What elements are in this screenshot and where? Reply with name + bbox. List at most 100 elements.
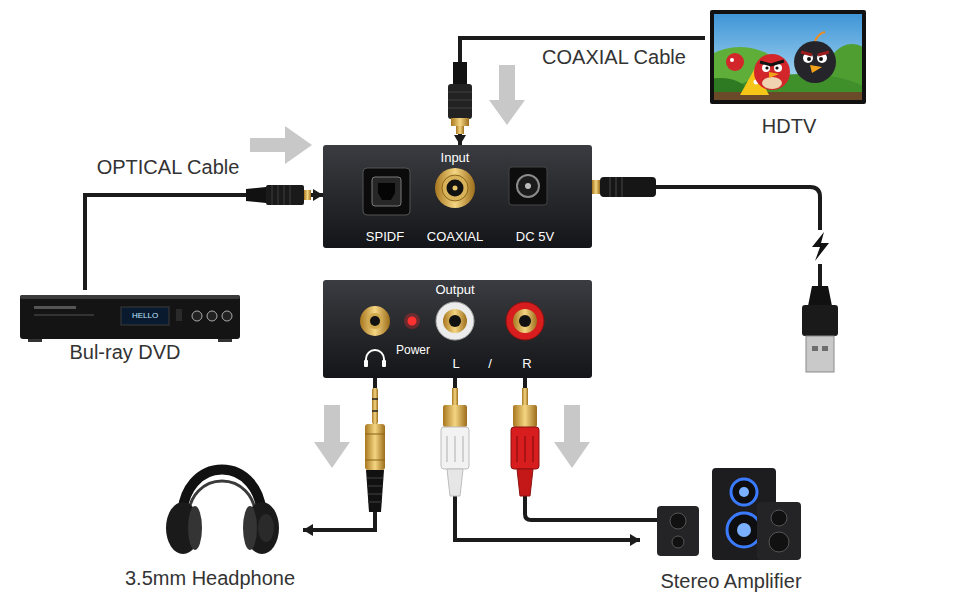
dvd-player-illustration — [222, 311, 232, 321]
node-text: Stereo Amplifier — [660, 571, 801, 591]
rca-plug — [441, 427, 469, 469]
coaxial-plug — [453, 62, 467, 86]
stereo-amplifier-illustration — [727, 513, 761, 547]
converter-output-panel — [443, 309, 467, 333]
headphone-jack-plug — [365, 434, 385, 460]
usb-power-cable — [802, 305, 838, 336]
hdtv-illustration — [807, 57, 811, 61]
rca-plug — [452, 388, 458, 406]
headphone-jack-plug — [365, 424, 385, 470]
hdtv-illustration — [714, 14, 862, 100]
node-text: / — [488, 357, 492, 370]
panel-box: OutputPowerL/R — [323, 280, 592, 378]
node-text: Output — [435, 283, 474, 296]
hdtv-illustration — [815, 32, 825, 41]
node-text: Bul-ray DVD — [69, 342, 180, 362]
rca-plug — [517, 436, 533, 462]
converter-output-panel — [367, 313, 383, 329]
converter-output-panel — [382, 360, 386, 367]
converter-output-panel — [366, 350, 384, 364]
converter-input-panel — [323, 145, 592, 248]
hdtv-illustration — [794, 41, 836, 83]
headphone-jack-plug — [372, 399, 378, 411]
hdtv-illustration — [690, 10, 878, 118]
stereo-amplifier-illustration — [757, 502, 801, 560]
direction-arrow — [554, 405, 590, 468]
cable-connector — [460, 38, 705, 145]
hdtv-illustration — [714, 92, 862, 100]
stereo-amplifier-illustration — [670, 513, 686, 529]
coaxial-plug — [448, 62, 472, 134]
converter-output-panel — [360, 306, 390, 336]
dvd-player-illustration — [20, 295, 240, 342]
dvd-player-illustration — [176, 309, 182, 321]
usb-power-cable — [610, 177, 622, 197]
converter-output-panel — [370, 316, 380, 326]
hdtv-illustration — [775, 66, 778, 69]
dvd-player-illustration — [218, 339, 232, 342]
hdtv-illustration — [810, 65, 822, 73]
converter-input-panel — [453, 186, 458, 191]
headphone-illustration — [188, 506, 202, 550]
rca-plug — [447, 436, 463, 462]
converter-input-panel — [509, 167, 547, 205]
stereo-amplifier-illustration — [771, 510, 787, 526]
stereo-amplifier-illustration — [769, 532, 789, 552]
usb-power-cable — [822, 346, 828, 351]
converter-output-panel — [449, 315, 461, 327]
converter-output-panel — [506, 302, 544, 340]
cable-label: OPTICAL Cable — [94, 156, 243, 178]
hdtv-illustration — [760, 61, 784, 65]
converter-input-panel — [442, 175, 468, 201]
usb-power-cable — [600, 177, 656, 197]
dvd-player-illustration — [28, 339, 42, 342]
usb-power-cable — [812, 346, 818, 351]
optical-plug — [246, 187, 266, 203]
hdtv-illustration — [819, 57, 823, 61]
device-node: 3.5mm Headphone — [118, 455, 303, 595]
device-node: Stereo Amplifier — [640, 460, 825, 598]
rca-plug — [513, 405, 537, 427]
direction-arrow — [250, 126, 312, 164]
cable-connector — [455, 378, 640, 540]
usb-power-cable — [592, 177, 838, 372]
rca-cable — [525, 378, 657, 520]
converter-input-panel — [378, 183, 395, 200]
device-node: HDTV — [705, 8, 870, 140]
optical-plug — [304, 190, 311, 200]
node-text: COAXIAL — [427, 230, 483, 243]
device-node: HELLO Bul-ray DVD — [18, 290, 242, 368]
headphone-illustration — [166, 470, 279, 555]
stereo-amplifier-illustration — [731, 479, 757, 505]
cable-connector — [85, 195, 323, 290]
coaxial-plug — [448, 92, 472, 108]
node-text: Power — [396, 344, 430, 356]
direction-arrow — [250, 65, 590, 468]
direction-arrow — [489, 65, 525, 125]
usb-power-cable — [806, 336, 834, 372]
headphone-jack-plug — [372, 388, 378, 424]
stereo-amplifier-illustration — [672, 536, 684, 548]
converter-input-panel — [323, 145, 592, 248]
optical-plug — [266, 185, 304, 205]
node-text: Input — [441, 151, 470, 164]
direction-arrow — [314, 405, 350, 468]
headphone-jack-plug — [366, 470, 384, 512]
rca-plug — [447, 469, 463, 496]
node-text: DC 5V — [516, 230, 554, 243]
rca-cable — [525, 378, 657, 520]
hdtv-illustration — [726, 53, 744, 71]
node-text: HELLO — [132, 312, 158, 320]
cable-label: COAXIAL Cable — [539, 46, 689, 68]
optical-plug — [272, 185, 290, 205]
converter-input-panel — [435, 168, 475, 208]
converter-input-panel — [525, 183, 531, 189]
rca-plug — [522, 388, 528, 406]
dvd-player-illustration — [20, 295, 240, 299]
node-text: HDTV — [762, 116, 816, 136]
dvd-player-illustration — [34, 314, 94, 316]
dvd-player-illustration — [207, 311, 217, 321]
converter-input-panel — [372, 177, 401, 206]
